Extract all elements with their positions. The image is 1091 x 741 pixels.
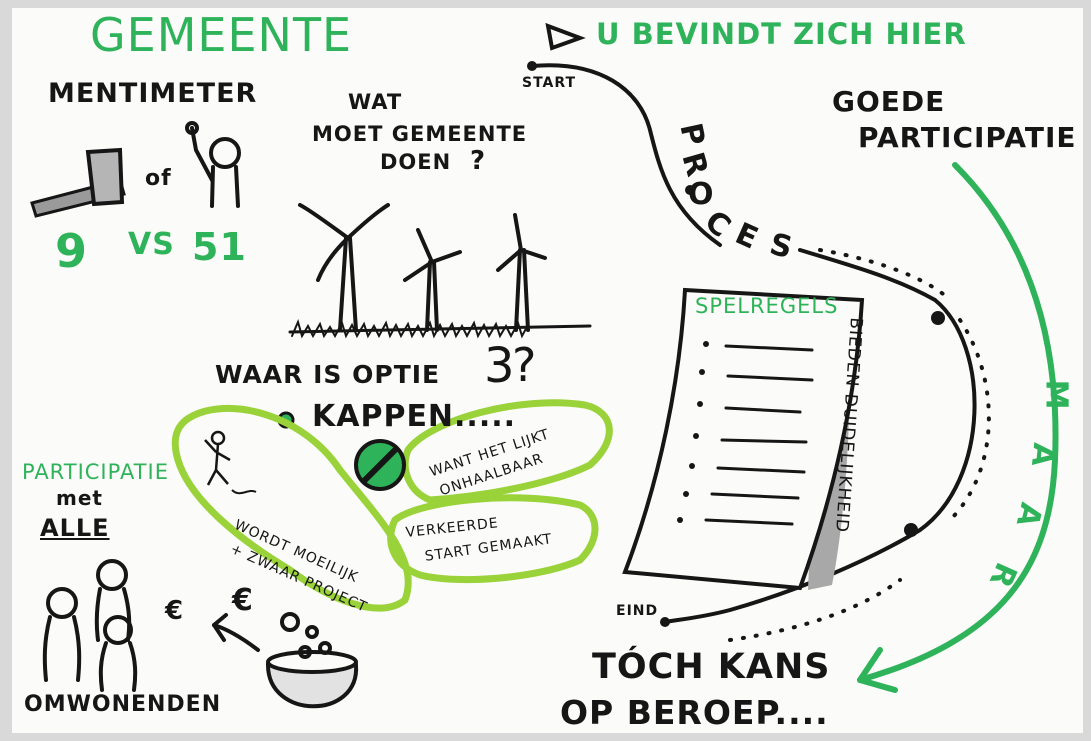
eind-label: EIND [616,603,659,619]
residents-label: OMWONENDEN [24,692,222,717]
goede-label: GOEDE [832,85,946,118]
optie-question-mark: ? [512,338,538,392]
question-line-3: DOEN [380,150,452,174]
right-vote-count: 51 [192,225,247,269]
green-arrow [857,162,1059,693]
speech-bubbles [171,399,613,612]
residents-icon [42,559,138,692]
you-are-here-label: U BEVINDT ZICH HIER [596,17,967,51]
mentimeter-label: MENTIMETER [48,78,258,109]
maar-letter: A [1023,441,1062,469]
alle-label: ALLE [40,514,110,542]
euro-sign-1: € [165,596,185,626]
gavel-icon [30,147,126,218]
start-label: START [522,75,577,91]
met-label: met [56,486,103,510]
question-line-2: MOET GEMEENTE [312,122,528,146]
page-title: GEMEENTE [90,8,353,62]
toch-line-1: TÓCH KANS [592,647,831,687]
process-path [530,63,991,642]
struggling-figure-icon [204,430,257,495]
forbidden-icon [354,439,406,491]
optie-number: 3 [484,338,516,394]
rules-document [622,287,865,591]
toch-line-2: OP BEROEP.... [560,693,829,732]
optie-label: WAAR IS OPTIE [215,360,441,389]
euro-sign-2: € [232,583,254,618]
question-mark: ? [470,146,487,176]
of-label: of [145,166,172,191]
person-raising-hand-icon [185,121,241,208]
money-pot-icon [212,612,359,709]
kappen-label: KAPPEN..... [312,399,517,434]
participatie-goal-label: PARTICIPATIE [858,121,1077,154]
participatie-label: PARTICIPATIE [22,460,169,484]
question-line-1: WAT [348,90,403,114]
waypoint-dots [527,61,945,627]
windmill-icon [288,203,592,339]
vs-label: VS [128,227,175,262]
maar-letter: M [1038,379,1074,411]
process-letter: O [688,177,715,212]
location-marker-icon [545,22,586,51]
spelregels-title: SPELREGELS [695,294,839,318]
left-vote-count: 9 [55,224,89,278]
